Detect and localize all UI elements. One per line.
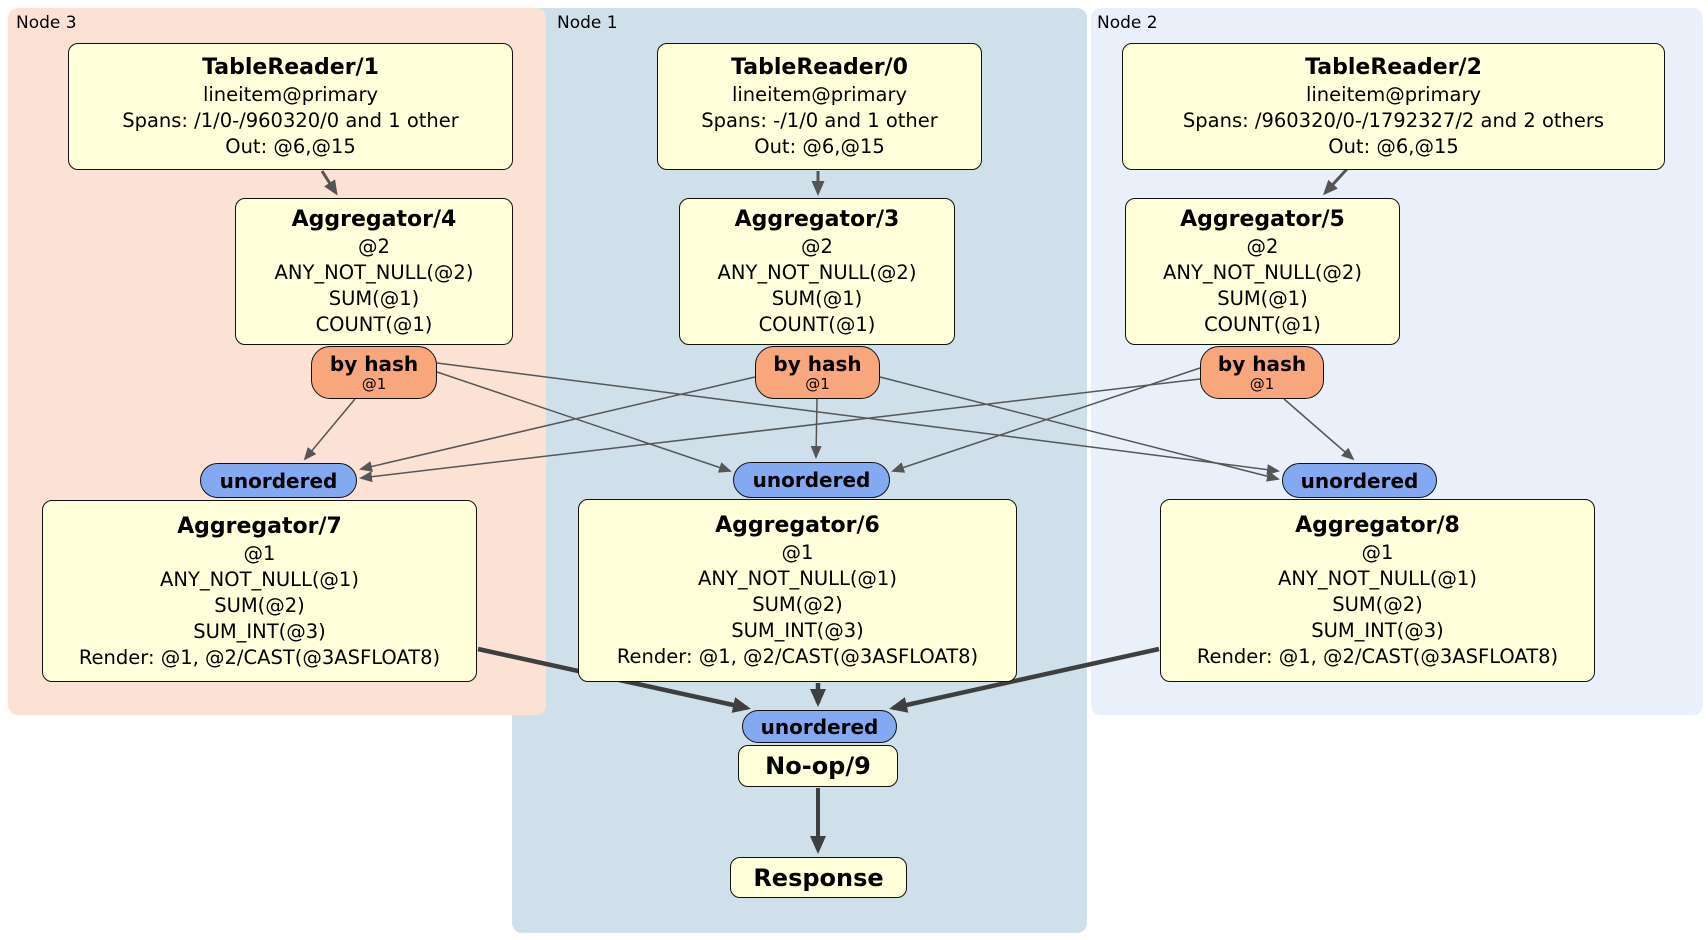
edge-hash3-unordered8 [879, 376, 1280, 482]
stream-unordered-final: unordered [742, 710, 897, 743]
processor-title: Aggregator/4 [291, 207, 457, 232]
processor-box-tablereader-2: TableReader/2 lineitem@primary Spans: /9… [1122, 43, 1665, 170]
processor-detail: COUNT(@1) [1204, 313, 1321, 336]
processor-detail: ANY_NOT_NULL(@2) [1163, 261, 1362, 284]
edge-hash4-unordered6 [436, 371, 732, 473]
node-region-label: Node 3 [16, 13, 77, 33]
processor-detail: SUM_INT(@3) [1311, 619, 1444, 642]
processor-detail: lineitem@primary [731, 83, 908, 106]
processor-detail: @2 [358, 235, 390, 258]
node-region-label: Node 1 [557, 13, 618, 33]
edge-hash3-unordered6 [810, 398, 822, 459]
processor-detail: SUM(@1) [771, 287, 863, 310]
router-label: by hash [329, 351, 419, 376]
router-columns: @1 [1249, 374, 1275, 393]
processor-detail: SUM(@1) [1217, 287, 1308, 310]
router-by-hash-3: by hash @1 [755, 346, 880, 399]
processor-box-noop-9: No-op/9 [738, 745, 898, 787]
processor-box-tablereader-0: TableReader/0 lineitem@primary Spans: -/… [657, 43, 982, 170]
processor-title: Aggregator/8 [1295, 513, 1460, 538]
processor-title: TableReader/2 [1305, 55, 1482, 80]
processor-title: No-op/9 [765, 752, 871, 780]
processor-detail: SUM(@1) [328, 287, 420, 310]
processor-detail: ANY_NOT_NULL(@1) [1278, 567, 1477, 590]
processor-detail: Out: @6,@15 [1328, 135, 1459, 158]
processor-detail: SUM_INT(@3) [193, 619, 326, 643]
processor-detail: SUM(@2) [214, 593, 305, 617]
processor-title: Aggregator/7 [177, 513, 342, 539]
processor-detail: Out: @6,@15 [225, 135, 356, 158]
processor-detail: Render: @1, @2/CAST(@3ASFLOAT8) [1196, 645, 1559, 668]
processor-detail: SUM(@2) [752, 593, 843, 616]
processor-detail: ANY_NOT_NULL(@1) [160, 567, 359, 591]
processor-detail: lineitem@primary [1305, 83, 1482, 106]
edge-hash4-unordered8 [436, 362, 1280, 476]
processor-detail: Render: @1, @2/CAST(@3ASFLOAT8) [616, 645, 979, 668]
processor-detail: @1 [1361, 541, 1394, 564]
stream-unordered-6: unordered [733, 462, 890, 498]
processor-detail: Render: @1, @2/CAST(@3ASFLOAT8) [78, 645, 441, 669]
processor-title: TableReader/1 [202, 55, 379, 80]
processor-title: TableReader/0 [731, 55, 908, 80]
router-by-hash-5: by hash @1 [1200, 346, 1324, 399]
edge-hash5-unordered8 [1283, 398, 1355, 461]
edge-aggregator8-unordered9 [889, 646, 1160, 713]
processor-detail: SUM_INT(@3) [731, 619, 864, 642]
processor-detail: Spans: /960320/0-/1792327/2 and 2 others [1182, 109, 1605, 132]
processor-detail: ANY_NOT_NULL(@2) [274, 261, 474, 284]
processor-box-aggregator-6: Aggregator/6 @1 ANY_NOT_NULL(@1) SUM(@2)… [578, 499, 1017, 682]
processor-detail: ANY_NOT_NULL(@2) [717, 261, 917, 284]
processor-detail: Spans: /1/0-/960320/0 and 1 other [122, 109, 459, 132]
processor-detail: @2 [1246, 235, 1279, 258]
processor-detail: COUNT(@1) [315, 313, 433, 336]
router-label: by hash [773, 351, 862, 376]
edge-tablereader2-aggregator5 [1322, 167, 1349, 196]
processor-detail: @2 [801, 235, 833, 258]
processor-box-aggregator-4: Aggregator/4 @2 ANY_NOT_NULL(@2) SUM(@1)… [235, 198, 513, 345]
processor-detail: Spans: -/1/0 and 1 other [701, 109, 938, 132]
router-columns: @1 [805, 374, 830, 393]
stream-unordered-8: unordered [1282, 463, 1437, 498]
router-columns: @1 [361, 374, 387, 393]
edge-tablereader1-aggregator4 [320, 170, 338, 196]
processor-detail: Out: @6,@15 [754, 135, 885, 158]
edge-hash3-unordered7 [359, 376, 756, 472]
router-by-hash-4: by hash @1 [311, 346, 437, 399]
processor-box-response: Response [730, 857, 907, 898]
processor-detail: SUM(@2) [1332, 593, 1423, 616]
processor-detail: lineitem@primary [202, 83, 379, 106]
router-label: by hash [1217, 351, 1307, 376]
processor-box-aggregator-3: Aggregator/3 @2 ANY_NOT_NULL(@2) SUM(@1)… [679, 198, 955, 345]
processor-box-aggregator-5: Aggregator/5 @2 ANY_NOT_NULL(@2) SUM(@1)… [1125, 198, 1400, 345]
processor-detail: ANY_NOT_NULL(@1) [698, 567, 897, 590]
processor-title: Aggregator/6 [715, 513, 880, 538]
node-region-label: Node 2 [1097, 13, 1158, 33]
processor-detail: @1 [243, 541, 276, 565]
processor-detail: @1 [781, 541, 814, 564]
processor-title: Response [753, 863, 884, 892]
processor-box-tablereader-1: TableReader/1 lineitem@primary Spans: /1… [68, 43, 513, 170]
edge-hash4-unordered7 [303, 398, 356, 461]
processor-title: Aggregator/3 [734, 207, 900, 232]
edge-hash5-unordered6 [891, 367, 1201, 473]
stream-unordered-7: unordered [200, 463, 357, 498]
processor-box-aggregator-8: Aggregator/8 @1 ANY_NOT_NULL(@1) SUM(@2)… [1160, 499, 1595, 682]
processor-box-aggregator-7: Aggregator/7 @1 ANY_NOT_NULL(@1) SUM(@2)… [42, 500, 477, 682]
processor-detail: COUNT(@1) [758, 313, 876, 336]
processor-title: Aggregator/5 [1180, 207, 1345, 232]
edge-hash5-unordered7 [359, 378, 1201, 483]
